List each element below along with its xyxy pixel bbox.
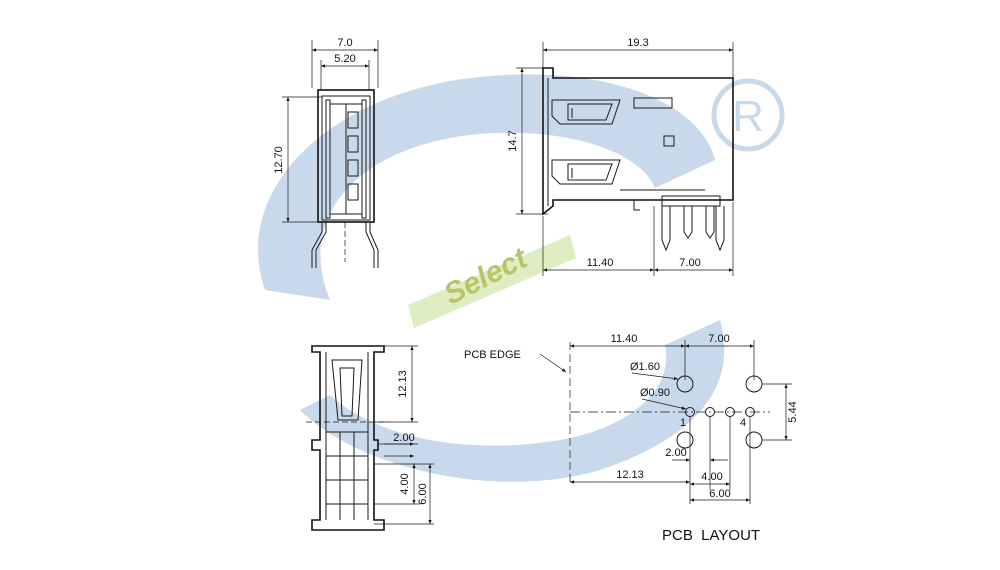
pcb-layout-title: PCB LAYOUT — [662, 527, 760, 544]
dim-vertical: 5.44 — [787, 401, 799, 422]
dim-b: 7.00 — [679, 257, 700, 269]
dim-height: 12.70 — [273, 146, 285, 174]
mount-hole — [676, 375, 694, 393]
watermark-band — [408, 235, 576, 328]
hole-large-label: Ø1.60 — [630, 361, 660, 373]
dim-pitch: 2.00 — [393, 432, 414, 444]
registered-mark-icon: R — [711, 78, 785, 152]
hole-small-label: Ø0.90 — [640, 387, 670, 399]
watermark-swoosh-upper — [257, 74, 715, 300]
dim-span-b: 6.00 — [709, 488, 730, 500]
watermark-logo: Select R — [257, 74, 785, 482]
pcb-layout: PCB EDGE 11.40 7.00 Ø1.60 Ø0.90 1 4 5.44 — [464, 333, 799, 544]
watermark-brand-text: Select — [439, 241, 535, 311]
side-view: 19.3 14.7 11.40 7.00 — [507, 37, 734, 276]
dim-edge-a: 11.40 — [611, 333, 638, 345]
dim-span-a: 4.00 — [399, 473, 411, 494]
dim-height: 12.13 — [397, 370, 409, 398]
dim-edge-b: 12.13 — [616, 469, 644, 481]
front-view: 12.13 2.00 4.00 6.00 — [306, 345, 434, 531]
mount-hole — [745, 431, 763, 449]
dim-b: 7.00 — [708, 333, 729, 345]
mount-hole — [676, 431, 694, 449]
dim-width-inner: 5.20 — [334, 53, 355, 65]
pcb-edge-label: PCB EDGE — [464, 349, 521, 361]
dim-a: 11.40 — [587, 257, 614, 269]
dim-span-b: 6.00 — [417, 483, 429, 504]
dim-pitch: 2.00 — [665, 447, 686, 459]
pin-last-label: 4 — [740, 417, 746, 429]
top-view: 7.0 5.20 12.70 — [273, 37, 379, 268]
dim-span-a: 4.00 — [701, 471, 722, 483]
pin-first-label: 1 — [680, 417, 686, 429]
dim-length: 19.3 — [627, 37, 648, 49]
watermark-swoosh-lower — [300, 320, 725, 482]
dim-width-outer: 7.0 — [337, 37, 352, 49]
svg-text:R: R — [732, 92, 764, 141]
dim-height: 14.7 — [507, 130, 519, 151]
